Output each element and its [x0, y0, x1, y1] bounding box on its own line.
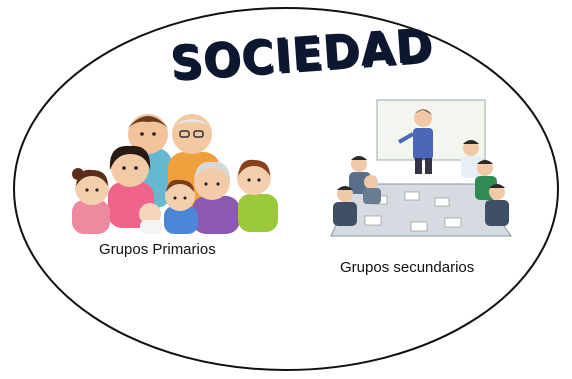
secondary-groups-label: Grupos secundarios: [340, 259, 475, 276]
business-meeting-icon: [330, 99, 512, 237]
family-group-icon: [72, 114, 278, 234]
primary-groups-label: Grupos Primarios: [99, 241, 216, 258]
